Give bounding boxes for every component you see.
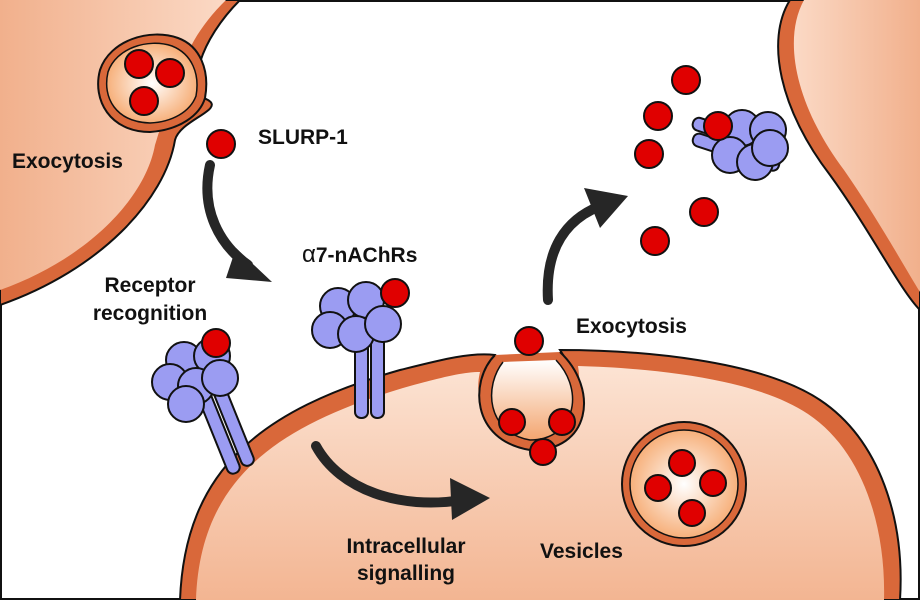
slurp-particle [155,58,185,88]
slurp-particle [124,49,154,79]
arrowhead [584,188,628,228]
slurp-particle [498,408,526,436]
slurp-particle [678,499,706,527]
slurp-particle [634,139,664,169]
label-vesicles: Vesicles [540,540,623,563]
label-intracellular-line1: Intracellular [346,535,465,558]
arrowhead [450,478,490,520]
slurp-particle [689,197,719,227]
slurp-particle [640,226,670,256]
arrows [202,160,628,520]
slurp-particle [529,438,557,466]
label-a7-suffix: 7-nAChRs [316,244,418,267]
slurp-particle [671,65,701,95]
slurp-particle [703,111,733,141]
arrowhead [226,248,272,282]
slurp-particle [201,328,231,358]
slurp-particle [644,474,672,502]
left-exocytosis-vesicle [97,33,208,134]
slurp-particle [206,129,236,159]
slurp-particle [380,278,410,308]
label-exocytosis-right: Exocytosis [576,315,687,338]
arrow-intracellular-signalling [311,441,467,508]
slurp-particle [643,101,673,131]
internal-vesicle [621,421,747,547]
slurp-particle [129,86,159,116]
slurp-particle [514,326,544,356]
a7-nachr-receptor-middle [311,278,410,419]
label-receptor-line1: Receptor [104,274,195,297]
label-a7-nachrs: α7-nAChRs [302,241,417,268]
label-slurp-1: SLURP-1 [258,126,348,149]
slurp-particle [668,449,696,477]
label-exocytosis-left: Exocytosis [12,150,123,173]
slurp-particle [699,469,727,497]
label-intracellular-line2: signalling [357,562,455,585]
a7-nachr-receptor-upper-right [691,109,789,181]
free-particles [206,65,719,356]
upper-right-cell [777,0,920,312]
label-a7-prefix: α [302,241,316,268]
arrow-exocytosis-release [542,201,605,305]
membrane-exocytosis-pocket [478,351,585,466]
a7-nachr-receptor-left [151,328,255,475]
label-receptor-line2: recognition [93,302,207,325]
slurp-particle [548,408,576,436]
